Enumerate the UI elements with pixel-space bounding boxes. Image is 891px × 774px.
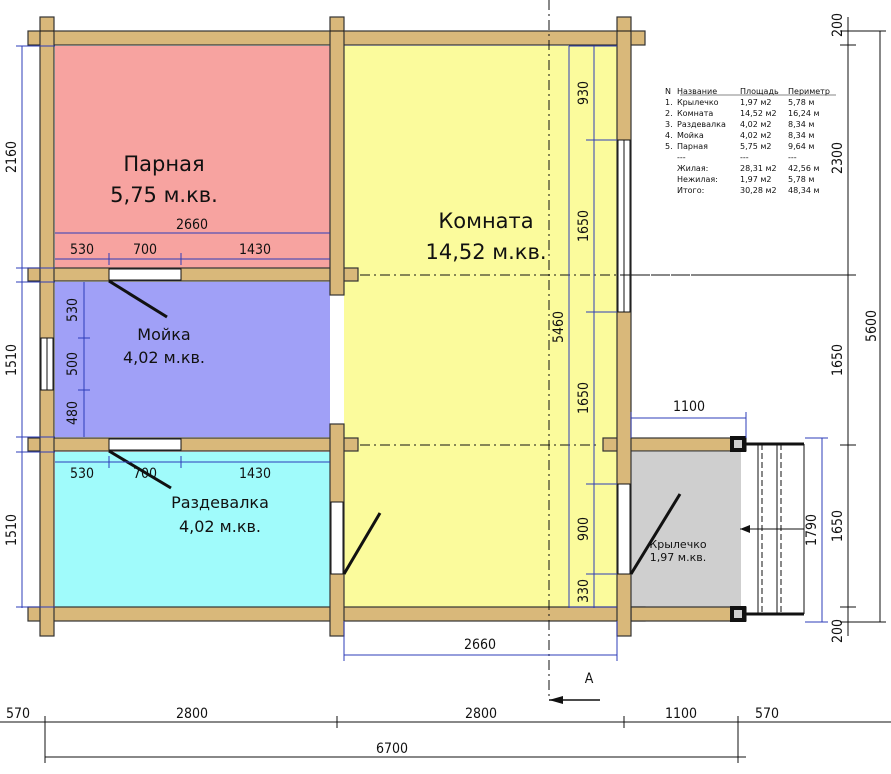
dim-moyka-v480: 480: [65, 401, 81, 425]
dimension-lines: [16, 45, 828, 661]
dim-left-1510a: 1510: [4, 344, 20, 376]
table-total-2-name: Нежилая:: [677, 175, 718, 184]
dim-moyka-530: 530: [70, 242, 94, 258]
table-total-1-area: 28,31 м2: [740, 164, 777, 173]
room-moyka-area: 4,02 м.кв.: [123, 348, 205, 367]
dim-bottom-570a: 570: [6, 706, 30, 722]
dim-right-200a: 200: [830, 13, 846, 37]
axis-lines: [360, 0, 720, 704]
dim-left-1510b: 1510: [4, 514, 20, 546]
room-parnaya-name: Парная: [123, 152, 204, 176]
table-header-area: Площадь: [740, 87, 779, 96]
dim-komnata-2660: 2660: [464, 637, 496, 653]
dim-razd-1430: 1430: [239, 466, 271, 482]
dim-right-200b: 200: [830, 619, 846, 643]
table-row-4-name: Мойка: [677, 131, 704, 140]
dim-bottom-6700: 6700: [376, 741, 408, 757]
room-moyka-name: Мойка: [137, 325, 190, 344]
porch-stairs: [730, 436, 805, 622]
table-header-perim: Периметр: [788, 87, 830, 96]
dim-right-1650b: 1650: [830, 510, 846, 542]
dim-komnata-330: 330: [576, 579, 592, 603]
table-row-1-name: Крылечко: [677, 98, 719, 107]
room-krylechko-fill: [631, 452, 741, 607]
dim-moyka-700: 700: [133, 242, 157, 258]
table-row-2-area: 14,52 м2: [740, 109, 777, 118]
table-total-3-area: 30,28 м2: [740, 186, 777, 195]
table-row-5-n: 5.: [665, 142, 673, 151]
table-row-5-area: 5,75 м2: [740, 142, 771, 151]
outer-dimensions: [0, 17, 891, 763]
dim-moyka-1430: 1430: [239, 242, 271, 258]
room-razdevalka-name: Раздевалка: [171, 493, 269, 512]
table-header-name: Название: [677, 87, 717, 96]
dim-komnata-5460: 5460: [551, 311, 567, 343]
table-total-3-perim: 48,34 м: [788, 186, 819, 195]
table-row-5-perim: 9,64 м: [788, 142, 814, 151]
table-row-5-name: Парная: [677, 142, 708, 151]
dim-porch-1100: 1100: [673, 399, 705, 415]
table-total-2-area: 1,97 м2: [740, 175, 771, 184]
dim-razd-530: 530: [70, 466, 94, 482]
table-row-4-perim: 8,34 м: [788, 131, 814, 140]
log-walls: [27, 16, 747, 637]
table-row-4-n: 4.: [665, 131, 673, 140]
room-parnaya-fill: [55, 46, 330, 268]
dim-bottom-570b: 570: [755, 706, 779, 722]
openings: [40, 139, 682, 575]
table-total-1-perim: 42,56 м: [788, 164, 819, 173]
table-row-2-name: Комната: [677, 109, 713, 118]
room-komnata-fill: [344, 46, 617, 608]
room-moyka-fill: [55, 282, 330, 437]
dim-bottom-2800a: 2800: [176, 706, 208, 722]
table-row-2-n: 2.: [665, 109, 673, 118]
table-sep-perim: ---: [788, 153, 797, 162]
dim-komnata-1650b: 1650: [576, 382, 592, 414]
room-parnaya-area: 5,75 м.кв.: [110, 183, 218, 207]
table-row-3-perim: 8,34 м: [788, 120, 814, 129]
dim-razd-700: 700: [133, 466, 157, 482]
room-razdevalka-fill: [55, 452, 330, 607]
table-row-2-perim: 16,24 м: [788, 109, 819, 118]
room-komnata-area: 14,52 м.кв.: [425, 240, 546, 264]
dim-moyka-v530: 530: [65, 298, 81, 322]
dim-komnata-1650a: 1650: [576, 210, 592, 242]
area-table: N Название Площадь Периметр 1. Крылечко …: [665, 87, 836, 195]
dim-right-5600: 5600: [864, 310, 880, 342]
dim-bottom-2800b: 2800: [465, 706, 497, 722]
table-sep-name: ---: [677, 153, 686, 162]
table-row-1-n: 1.: [665, 98, 673, 107]
table-row-1-perim: 5,78 м: [788, 98, 814, 107]
table-row-3-area: 4,02 м2: [740, 120, 771, 129]
table-row-3-n: 3.: [665, 120, 673, 129]
dim-bottom-1100: 1100: [665, 706, 697, 722]
room-razdevalka-area: 4,02 м.кв.: [179, 517, 261, 536]
dim-parnaya-width: 2660: [176, 217, 208, 233]
table-total-3-name: Итого:: [677, 186, 704, 195]
room-krylechko-area: 1,97 м.кв.: [650, 551, 706, 564]
table-row-1-area: 1,97 м2: [740, 98, 771, 107]
table-row-4-area: 4,02 м2: [740, 131, 771, 140]
table-total-1-name: Жилая:: [677, 164, 708, 173]
table-row-3-name: Раздевалка: [677, 120, 726, 129]
dim-right-2300: 2300: [830, 142, 846, 174]
dim-right-1650a: 1650: [830, 344, 846, 376]
table-total-2-perim: 5,78 м: [788, 175, 814, 184]
room-krylechko-name: Крылечко: [649, 538, 706, 551]
dim-moyka-v500: 500: [65, 352, 81, 376]
dim-komnata-930: 930: [576, 81, 592, 105]
table-header-n: N: [665, 87, 671, 96]
table-sep-area: ---: [740, 153, 749, 162]
section-marker: А: [585, 671, 594, 687]
dim-komnata-900: 900: [576, 517, 592, 541]
room-komnata-name: Комната: [438, 209, 533, 233]
dim-right-1790: 1790: [804, 514, 820, 546]
dim-left-2160: 2160: [4, 141, 20, 173]
